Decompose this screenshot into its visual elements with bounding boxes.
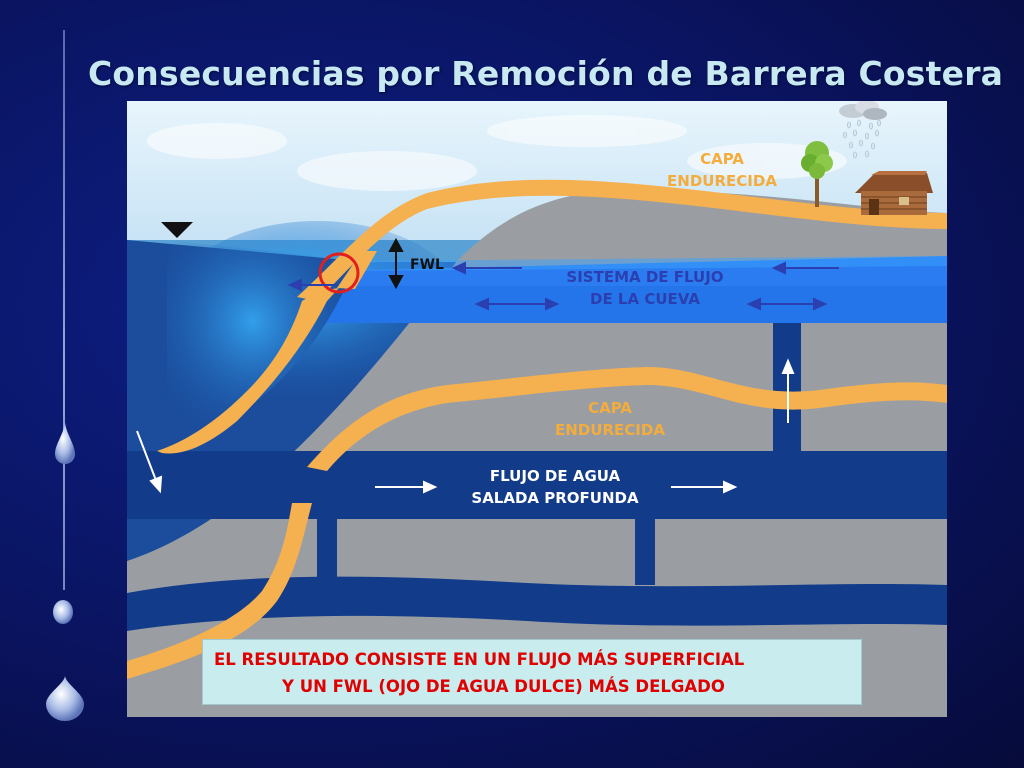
label-deep-saltwater-flow: FLUJO DE AGUA SALADA PROFUNDA — [471, 467, 639, 507]
water-drop-icon — [53, 600, 73, 624]
lowest-channel — [127, 576, 947, 631]
drip-line-icon — [63, 30, 65, 590]
tree-icon — [801, 141, 833, 207]
result-callout: EL RESULTADO CONSISTE EN UN FLUJO MÁS SU… — [202, 639, 862, 705]
vertical-conduit — [635, 519, 655, 585]
result-line-1: EL RESULTADO CONSISTE EN UN FLUJO MÁS SU… — [214, 650, 745, 669]
hard-layer-slope — [157, 301, 327, 454]
coastal-aquifer-diagram — [127, 101, 947, 717]
cave-flow-arrows — [287, 261, 839, 311]
hard-layer-top — [297, 179, 947, 301]
label-cave-flow-system: SISTEMA DE FLUJO DE LA CUEVA — [566, 268, 724, 308]
water-drop-icon — [55, 422, 75, 464]
result-line-2: Y UN FWL (OJO DE AGUA DULCE) MÁS DELGADO — [282, 677, 725, 696]
label-capa-endurecida-top: CAPA ENDURECIDA — [667, 150, 777, 190]
water-table-triangle-icon — [161, 222, 193, 238]
deep-channel — [127, 451, 947, 519]
label-capa-endurecida-mid: CAPA ENDURECIDA — [555, 399, 665, 439]
fwl-thickness-arrow — [388, 237, 404, 290]
coastal-outlet-highlight — [318, 252, 360, 294]
rain-cloud-icon — [839, 101, 887, 159]
vertical-conduit — [317, 519, 337, 585]
house-icon — [855, 171, 933, 215]
slide-title: Consecuencias por Remoción de Barrera Co… — [88, 54, 1004, 94]
water-drop-icon — [46, 676, 84, 721]
label-fwl: FWL — [410, 257, 444, 273]
deep-flow-arrows — [136, 358, 795, 494]
